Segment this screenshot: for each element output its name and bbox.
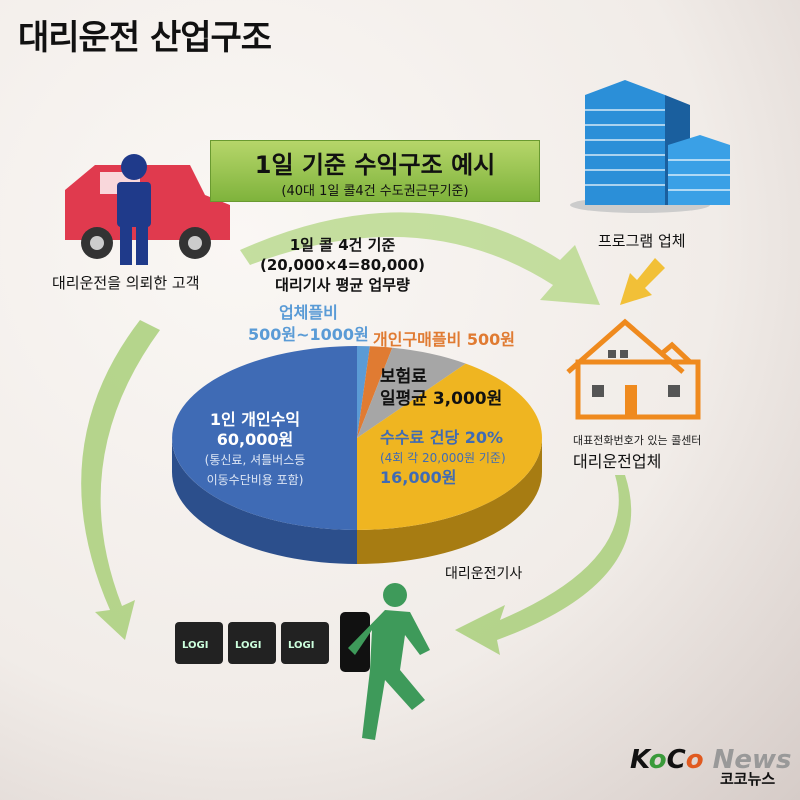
workload-line3: 대리기사 평균 업무량 <box>275 276 410 294</box>
income-line4: 이동수단비용 포함) <box>206 473 304 487</box>
callcenter-sub: 대표전화번호가 있는 콜센터 <box>573 434 702 447</box>
income-label: 1인 개인수익 60,000원 (통신료, 셔틀버스등 이동수단비용 포함) <box>190 410 320 490</box>
banner-subtitle: (40대 1일 콜4건 수도권근무기준) <box>281 184 469 199</box>
commission-line1: 수수료 건당 20% <box>380 428 504 447</box>
agency-fee-line1: 업체플비 <box>278 303 338 322</box>
house-icon <box>566 318 701 420</box>
income-line3: (통신료, 셔틀버스등 <box>204 453 306 467</box>
callcenter-main: 대리운전업체 <box>573 452 662 471</box>
page-title: 대리운전 산업구조 <box>18 18 272 58</box>
commission-line3: 16,000원 <box>380 468 457 487</box>
banner-heading: 1일 기준 수익구조 예시 <box>254 151 496 179</box>
commission-label: 수수료 건당 20% (4회 각 20,000원 기준) 16,000원 <box>380 428 506 488</box>
device-brand: LOGI <box>235 640 262 651</box>
pie-side-commission <box>357 438 542 564</box>
program-label: 프로그램 업체 <box>598 232 686 250</box>
workload-line2: (20,000×4=80,000) <box>259 256 426 274</box>
workload-text: 1일 콜 4건 기준 (20,000×4=80,000) 대리기사 평균 업무량 <box>255 235 430 295</box>
pie-slice-purchase_fee <box>357 346 393 438</box>
agency-fee-label: 업체플비 500원~1000원 <box>248 302 369 346</box>
device-brand: LOGI <box>288 640 315 651</box>
insurance-label: 보험료 일평균 3,000원 <box>380 366 502 410</box>
arrow-callcenter-to-device <box>455 475 632 655</box>
building-icon <box>570 80 730 213</box>
runner-icon <box>348 583 430 740</box>
callcenter-label: 대표전화번호가 있는 콜센터 대리운전업체 <box>573 432 701 472</box>
koco-news-logo: KoCo News <box>630 745 792 775</box>
device-icon <box>175 622 223 664</box>
purchase-fee-label: 개인구매플비 500원 <box>373 330 516 349</box>
driver-label: 대리운전기사 <box>445 566 523 582</box>
income-line1: 1인 개인수익 <box>209 410 301 429</box>
arrow-top-curve <box>240 212 600 305</box>
customer-label: 대리운전을 의뢰한 고객 <box>52 274 200 292</box>
device-icon <box>228 622 276 664</box>
title-banner: 1일 기준 수익구조 예시 (40대 1일 콜4건 수도권근무기준) <box>210 140 540 202</box>
arrow-customer-to-device <box>81 320 160 640</box>
person-icon <box>117 154 151 265</box>
logo-korean: 코코뉴스 <box>720 770 776 788</box>
house-windows <box>592 350 680 397</box>
pie-chart <box>172 346 542 564</box>
workload-line1: 1일 콜 4건 기준 <box>289 236 396 254</box>
device-brand: LOGI <box>182 640 209 651</box>
income-line2: 60,000원 <box>216 430 294 449</box>
device-icon <box>281 622 329 664</box>
pie-side-income <box>172 438 357 564</box>
insurance-line2: 일평균 3,000원 <box>380 389 503 409</box>
arrow-down-icon <box>620 258 665 305</box>
house-door <box>625 385 637 417</box>
pie-slice-insurance <box>357 347 466 438</box>
pie-slice-income <box>172 346 357 530</box>
pie-slice-agency_fee <box>357 346 370 438</box>
insurance-line1: 보험료 <box>380 367 427 387</box>
pie-slice-commission <box>357 363 542 530</box>
agency-fee-line2: 500원~1000원 <box>248 325 369 344</box>
commission-line2: (4회 각 20,000원 기준) <box>380 451 506 465</box>
